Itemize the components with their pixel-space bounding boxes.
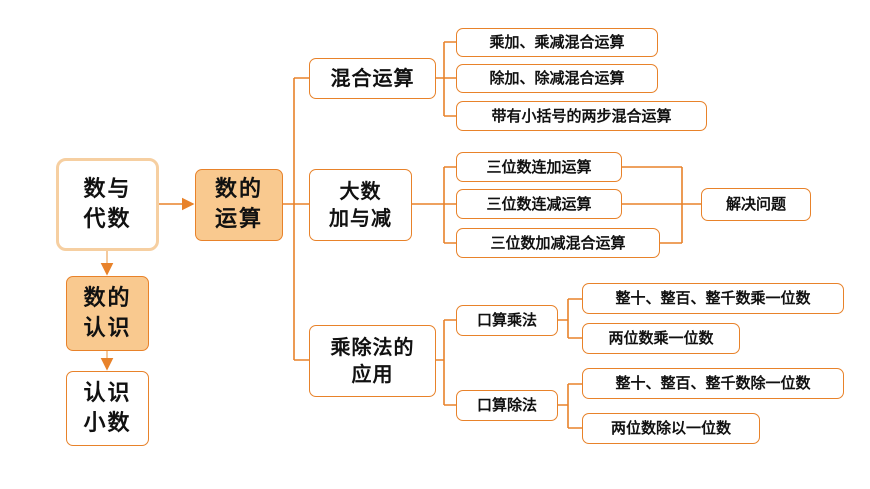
node-hun-he-yun-suan: 混合运算 xyxy=(309,58,436,99)
node-kou-suan-cheng-fa: 口算乘法 xyxy=(456,305,558,336)
branch-yun-suan xyxy=(283,77,309,361)
node-hun-he-item: 带有小括号的两步混合运算 xyxy=(456,101,707,131)
node-shu-yu-dai-shu: 数与代数 xyxy=(56,158,159,251)
node-chu-fa-item: 整十、整百、整千数除一位数 xyxy=(582,368,844,399)
node-da-shu-item: 三位数连减运算 xyxy=(456,189,622,219)
node-shu-de-yun-suan: 数的运算 xyxy=(195,169,283,241)
node-ren-shi-xiao-shu: 认识小数 xyxy=(66,371,149,446)
node-cheng-fa-item: 整十、整百、整千数乘一位数 xyxy=(582,283,844,314)
branch-jie-jue xyxy=(622,166,701,244)
branch-cheng-chu xyxy=(436,319,456,406)
branch-da-shu xyxy=(412,166,456,244)
branch-hun-he xyxy=(436,41,456,117)
node-hun-he-item: 乘加、乘减混合运算 xyxy=(456,28,658,57)
node-da-shu-item: 三位数加减混合运算 xyxy=(456,228,660,258)
branch-kou-suan-cheng xyxy=(558,298,582,339)
node-da-shu-item: 三位数连加运算 xyxy=(456,152,622,182)
node-cheng-chu-fa-de-ying-yong: 乘除法的应用 xyxy=(309,325,436,397)
node-jie-jue-wen-ti: 解决问题 xyxy=(701,188,811,221)
node-da-shu-jia-yu-jian: 大数加与减 xyxy=(309,169,412,241)
node-chu-fa-item: 两位数除以一位数 xyxy=(582,413,760,444)
branch-kou-suan-chu xyxy=(558,383,582,429)
node-shu-de-ren-shi: 数的认识 xyxy=(66,276,149,351)
node-cheng-fa-item: 两位数乘一位数 xyxy=(582,323,740,354)
node-hun-he-item: 除加、除减混合运算 xyxy=(456,64,658,93)
node-kou-suan-chu-fa: 口算除法 xyxy=(456,390,558,421)
